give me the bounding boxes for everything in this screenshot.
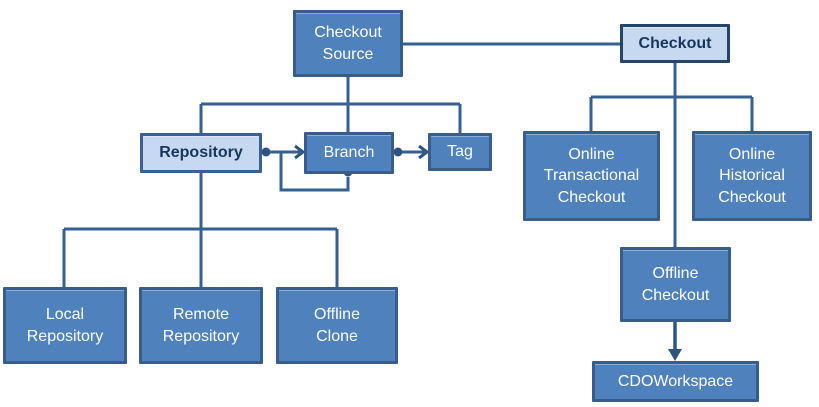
arrow-right-icon: [294, 144, 306, 160]
arrow-right-icon: [418, 144, 430, 160]
edge-repository-children: [62, 173, 339, 287]
edge-offlinecheckout-cdoworkspace: [668, 322, 682, 361]
node-offline-checkout: Offline Checkout: [620, 247, 731, 322]
node-online-historical-checkout: Online Historical Checkout: [692, 131, 812, 221]
node-offline-clone: Offline Clone: [276, 287, 398, 364]
association-dot-icon: [261, 147, 271, 157]
node-branch: Branch: [304, 132, 394, 174]
arrow-down-icon: [668, 349, 682, 361]
association-dot-icon: [393, 147, 403, 157]
node-checkout-source: Checkout Source: [293, 10, 403, 77]
node-tag: Tag: [428, 133, 492, 171]
edge-branch-tag: [393, 144, 430, 160]
node-online-transactional-checkout: Online Transactional Checkout: [523, 131, 660, 221]
edge-checkout-children: [589, 63, 754, 247]
node-local-repository: Local Repository: [3, 287, 127, 364]
node-cdoworkspace: CDOWorkspace: [592, 361, 759, 402]
node-repository: Repository: [140, 133, 262, 173]
node-checkout: Checkout: [620, 24, 730, 63]
edge-checkoutsource-children: [199, 77, 462, 133]
node-remote-repository: Remote Repository: [139, 287, 263, 364]
